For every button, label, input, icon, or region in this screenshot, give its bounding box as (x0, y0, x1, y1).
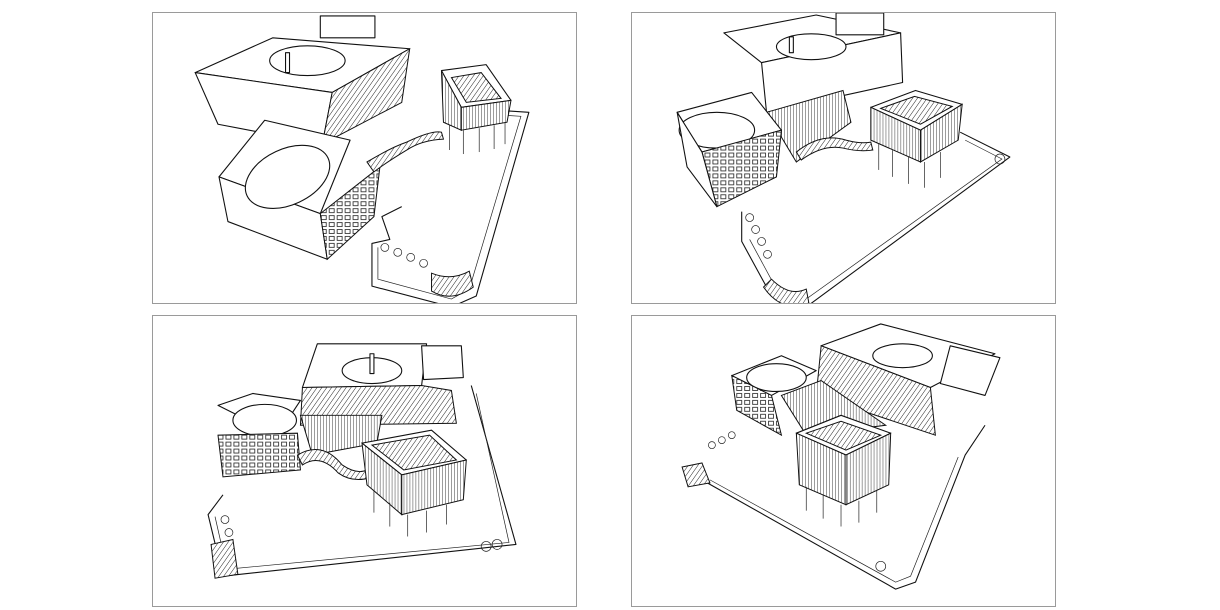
pilotis (805, 486, 878, 527)
axonometric-view-2 (631, 12, 1056, 304)
atrium-ring (872, 343, 933, 369)
trees (220, 515, 503, 552)
window-grid-facade (319, 165, 381, 261)
stepped-seating (431, 270, 474, 297)
stepped-seating (210, 538, 239, 579)
stepped-seating (681, 462, 711, 488)
atrium-ring (269, 45, 346, 77)
rear-block-front (761, 32, 904, 113)
axonometric-view-3 (152, 315, 577, 607)
ramp-bridge (366, 131, 445, 173)
roof-annex (835, 13, 885, 36)
trees (380, 243, 428, 268)
site-boundary (371, 106, 530, 303)
courtyard-ellipse (746, 363, 807, 393)
window-grid-facade (217, 432, 301, 478)
courtyard-ellipse (232, 403, 298, 437)
pilotis (878, 143, 941, 188)
building-drawing-3 (207, 343, 517, 579)
brick-facade (815, 345, 936, 436)
window-grid-facade (731, 374, 783, 437)
atrium-ring (775, 33, 847, 61)
ribbed-facade (765, 89, 852, 163)
brick-facade (321, 47, 411, 146)
building-drawing-1 (194, 15, 530, 303)
axonometric-view-4 (631, 315, 1056, 607)
roof-annex (421, 345, 464, 381)
building-drawing-4 (681, 323, 1001, 590)
roof-annex (319, 15, 376, 39)
stepped-seating (762, 278, 810, 303)
trees (708, 431, 887, 572)
pilotis (373, 489, 447, 537)
site-boundary (741, 131, 1011, 303)
building-drawing-2 (676, 13, 1011, 303)
site-boundary (701, 424, 986, 590)
trees (745, 153, 1006, 259)
roof-annex (939, 345, 1001, 396)
axonometric-view-1 (152, 12, 577, 304)
courtyard-ellipse (244, 144, 331, 209)
pilotis (449, 122, 506, 155)
ramp-bridge (795, 137, 874, 161)
